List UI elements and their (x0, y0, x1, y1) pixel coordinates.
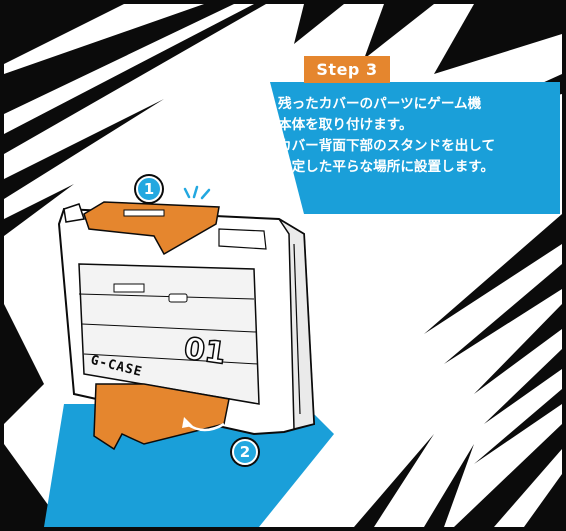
device-model-label: 01 (181, 331, 229, 373)
instruction-line: 本体を取り付けます。 (278, 117, 413, 133)
step-label: Step 3 (304, 56, 390, 83)
callout-box (270, 82, 560, 214)
spark-marks (183, 185, 211, 200)
step-marker-2: 2 (232, 439, 258, 465)
instruction-text: 残ったカバーのパーツにゲーム機 本体を取り付けます。 カバー背面下部のスタンドを… (278, 94, 548, 178)
step-marker-1: 1 (136, 176, 162, 202)
instruction-line: 安定した平らな場所に設置します。 (278, 159, 495, 175)
top-cover-piece (83, 201, 220, 256)
speed-lines (4, 4, 562, 527)
instruction-line: カバー背面下部のスタンドを出して (278, 138, 496, 154)
game-console (57, 203, 316, 436)
manga-illustration (4, 4, 562, 527)
instruction-line: 残ったカバーのパーツにゲーム機 (278, 96, 482, 112)
stand-piece (93, 383, 230, 451)
